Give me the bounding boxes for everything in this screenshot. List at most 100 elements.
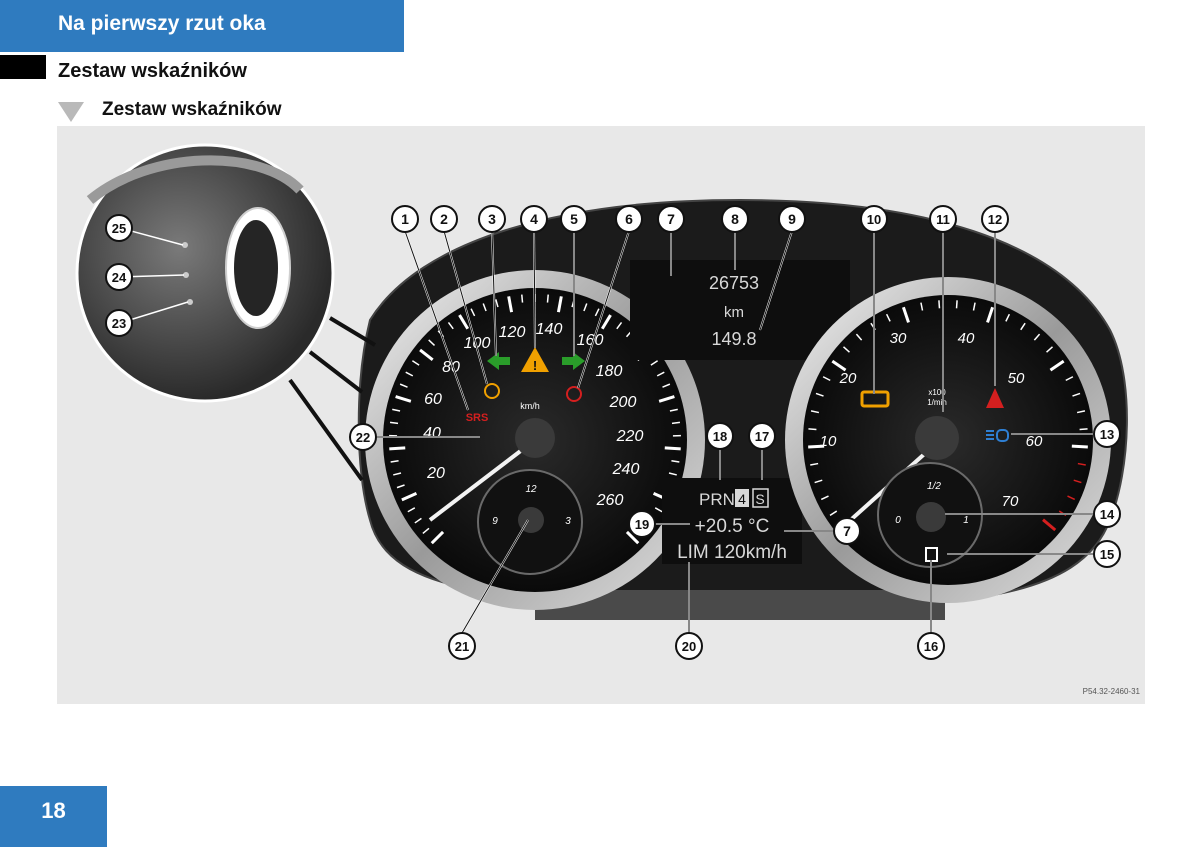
svg-text:18: 18 xyxy=(713,429,727,444)
speed-tick xyxy=(600,314,612,330)
hazard-warning-icon xyxy=(521,347,549,372)
svg-text:4: 4 xyxy=(530,211,538,227)
gear-indicator-box xyxy=(735,489,749,507)
seatbelt-warning-icon xyxy=(986,388,1004,408)
speed-tick xyxy=(389,446,406,451)
svg-text:13: 13 xyxy=(1100,427,1114,442)
speed-scale-label: 100 xyxy=(464,335,491,352)
callout-18: 18 xyxy=(706,422,734,450)
tach-scale-label: 30 xyxy=(890,330,907,347)
tach-scale-label: 40 xyxy=(958,330,975,347)
speed-tick xyxy=(430,530,445,545)
speed-tick xyxy=(662,383,671,388)
speed-scale-label: 40 xyxy=(423,425,441,442)
tach-tick xyxy=(808,444,825,449)
section-marker xyxy=(0,55,46,79)
svg-text:15: 15 xyxy=(1100,547,1114,562)
tach-tick xyxy=(810,462,819,466)
speed-scale-label: 60 xyxy=(424,391,442,408)
callout-14: 14 xyxy=(1093,500,1121,528)
page-number: 18 xyxy=(41,798,66,823)
odometer-value: 26753 xyxy=(709,273,759,293)
detail-inset xyxy=(75,143,335,403)
tach-tick xyxy=(855,333,863,341)
callout-7: 7 xyxy=(657,205,685,233)
callout-17: 17 xyxy=(748,422,776,450)
speed-scale-label: 220 xyxy=(616,428,644,445)
callout-24: 24 xyxy=(105,263,133,291)
tach-tick xyxy=(1071,444,1088,449)
tach-tick xyxy=(820,495,829,501)
tach-tick xyxy=(1020,322,1026,331)
speed-tick xyxy=(495,299,499,308)
tach-tick xyxy=(885,313,891,322)
trip-meter-value: 149.8 xyxy=(711,329,756,349)
speed-tick xyxy=(414,517,422,524)
callout-1: 1 xyxy=(391,205,419,233)
fuel-mark-empty: 0 xyxy=(895,515,901,526)
svg-text:2: 2 xyxy=(440,211,448,227)
speed-tick xyxy=(556,296,563,313)
speed-tick xyxy=(654,507,663,513)
svg-text:25: 25 xyxy=(112,221,126,236)
svg-text:5: 5 xyxy=(570,211,578,227)
multifunction-display-bottom xyxy=(662,478,802,564)
speed-tick xyxy=(401,491,418,502)
tach-tick xyxy=(1073,479,1082,484)
speed-tick xyxy=(521,294,524,303)
speed-scale-label: 120 xyxy=(499,324,526,341)
speed-scale-label: 160 xyxy=(577,332,604,349)
speed-scale-label: 20 xyxy=(426,465,445,482)
tach-scale-label: 10 xyxy=(820,433,837,450)
section-title: Zestaw wskaźników xyxy=(58,60,247,82)
tach-tick xyxy=(1005,313,1011,322)
speed-tick xyxy=(393,472,402,476)
tach-tick xyxy=(955,300,958,309)
clock-mark-9: 9 xyxy=(492,516,498,527)
speed-tick xyxy=(428,339,436,346)
tach-tick xyxy=(1046,346,1054,353)
svg-text:12: 12 xyxy=(988,212,1002,227)
tach-tick xyxy=(842,346,850,353)
subsection-title: Zestaw wskaźników xyxy=(102,99,282,120)
svg-text:3: 3 xyxy=(488,211,496,227)
tach-tick xyxy=(1076,410,1086,414)
callout-16: 16 xyxy=(917,632,945,660)
callout-25: 25 xyxy=(105,214,133,242)
drive-mode-box xyxy=(752,488,769,508)
svg-text:21: 21 xyxy=(455,639,469,654)
speed-tick xyxy=(470,308,476,317)
clock-mark-12: 12 xyxy=(525,484,537,495)
speed-tick xyxy=(395,395,412,403)
high-beam-icon xyxy=(996,429,1009,442)
svg-text:17: 17 xyxy=(755,429,769,444)
speed-tick xyxy=(669,408,678,412)
tach-tick xyxy=(831,359,847,372)
gear-indicator-number: 4 xyxy=(738,491,746,507)
svg-text:22: 22 xyxy=(356,430,370,445)
tach-tick xyxy=(1065,376,1074,382)
header-bar xyxy=(0,0,404,52)
callout-11: 11 xyxy=(929,205,957,233)
hazard-exclamation: ! xyxy=(533,358,537,373)
svg-text:1: 1 xyxy=(401,211,409,227)
drive-mode-indicator: S xyxy=(755,491,764,507)
fuel-mark-full: 1 xyxy=(963,515,969,526)
svg-text:10: 10 xyxy=(867,212,881,227)
tach-scale-label: 50 xyxy=(1008,370,1025,387)
svg-text:23: 23 xyxy=(112,316,126,331)
tach-tick xyxy=(901,306,910,323)
speed-tick xyxy=(658,395,675,403)
speed-tick xyxy=(482,303,487,312)
tach-tick xyxy=(808,428,817,431)
speed-limiter: LIM 120km/h xyxy=(677,542,787,563)
callout-4: 4 xyxy=(520,205,548,233)
speed-tick xyxy=(458,314,470,330)
speed-tick xyxy=(422,527,430,535)
brake-warning-icon xyxy=(484,383,500,399)
callout-2: 2 xyxy=(430,205,458,233)
figure-code: P54.32-2460-31 xyxy=(1083,687,1141,696)
